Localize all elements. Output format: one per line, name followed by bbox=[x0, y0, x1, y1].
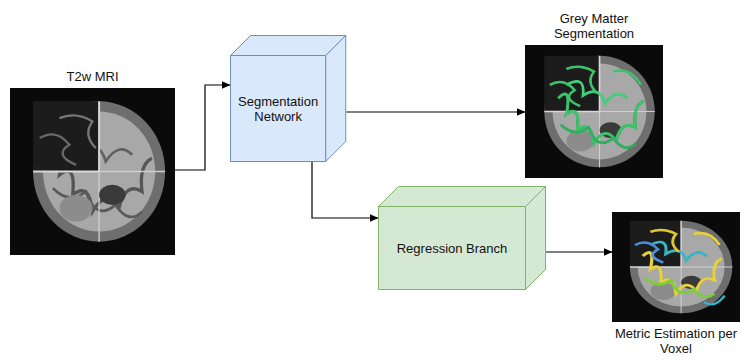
flow-arrow bbox=[346, 111, 525, 112]
input-image: T2w MRI bbox=[10, 88, 175, 255]
output-image: Grey Matter Segmentation bbox=[525, 45, 663, 178]
network-box: Segmentation Network bbox=[230, 35, 346, 162]
cube-face bbox=[379, 207, 526, 290]
cube-face bbox=[231, 56, 326, 162]
box-label: Segmentation Network bbox=[236, 94, 320, 124]
image-caption: Metric Estimation per Voxel bbox=[612, 326, 740, 356]
flow-arrow bbox=[175, 85, 230, 170]
image-caption: Grey Matter Segmentation bbox=[534, 11, 654, 41]
output-image: Metric Estimation per Voxel bbox=[612, 212, 740, 322]
cube-outline bbox=[378, 186, 546, 290]
cube-face bbox=[326, 36, 346, 162]
box-label: Regression Branch bbox=[384, 241, 520, 256]
image-caption: T2w MRI bbox=[28, 69, 158, 84]
flow-arrow bbox=[312, 162, 378, 218]
cube-face bbox=[526, 187, 546, 290]
cube-face bbox=[379, 187, 546, 207]
flow-arrow bbox=[546, 251, 612, 252]
branch-box: Regression Branch bbox=[378, 186, 546, 290]
